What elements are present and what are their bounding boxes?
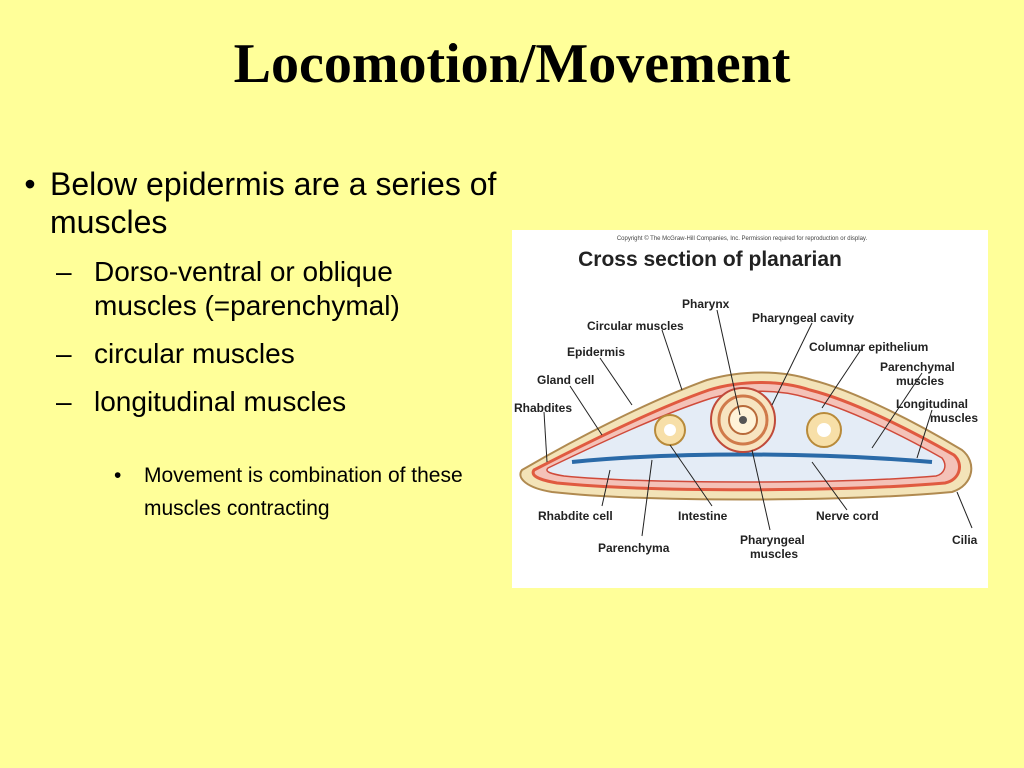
bullet-main-text: Below epidermis are a series of muscles <box>50 166 497 240</box>
label-nerve-cord: Nerve cord <box>816 509 879 523</box>
sub-bullet-text: longitudinal muscles <box>94 386 347 417</box>
note-bullet-text: Movement is combination of these muscles… <box>144 464 463 520</box>
label-parenchymal-muscles-1: Parenchymal <box>880 360 955 374</box>
label-gland-cell: Gland cell <box>537 373 594 387</box>
bullet-list: • Below epidermis are a series of muscle… <box>10 165 500 525</box>
planarian-figure: Copyright © The McGraw-Hill Companies, I… <box>512 230 988 588</box>
label-pharyngeal-cavity: Pharyngeal cavity <box>752 311 854 325</box>
sub-bullet-text: Dorso-ventral or oblique muscles (=paren… <box>94 256 400 321</box>
sub-bullet-dorso-ventral: – Dorso-ventral or oblique muscles (=par… <box>56 255 500 323</box>
label-columnar-epithelium: Columnar epithelium <box>809 340 928 354</box>
note-bullet: • Movement is combination of these muscl… <box>114 459 500 525</box>
slide-title: Locomotion/Movement <box>233 33 791 95</box>
planarian-diagram: Copyright © The McGraw-Hill Companies, I… <box>514 235 978 561</box>
label-epidermis: Epidermis <box>567 345 625 359</box>
dash-marker: – <box>56 386 72 417</box>
body-outline <box>519 371 973 501</box>
label-longitudinal-muscles-1: Longitudinal <box>896 397 968 411</box>
label-rhabdite-cell: Rhabdite cell <box>538 509 613 523</box>
bullet-marker: • <box>24 166 36 202</box>
figure-title: Cross section of planarian <box>578 248 842 271</box>
label-pharyngeal-muscles-2: muscles <box>750 547 798 561</box>
label-parenchyma: Parenchyma <box>598 541 670 555</box>
bullet-marker: • <box>114 464 122 487</box>
sub-bullet-text: circular muscles <box>94 338 295 369</box>
label-circular-muscles: Circular muscles <box>587 319 684 333</box>
copyright-text: Copyright © The McGraw-Hill Companies, I… <box>617 235 868 242</box>
sub-bullet-longitudinal: – longitudinal muscles <box>56 385 500 419</box>
sub-bullet-circular: – circular muscles <box>56 337 500 371</box>
label-longitudinal-muscles-2: muscles <box>930 411 978 425</box>
label-intestine: Intestine <box>678 509 728 523</box>
label-pharynx: Pharynx <box>682 297 730 311</box>
label-rhabdites: Rhabdites <box>514 401 572 415</box>
dash-marker: – <box>56 256 72 287</box>
label-cilia: Cilia <box>952 533 978 547</box>
label-pharyngeal-muscles-1: Pharyngeal <box>740 533 805 547</box>
bullet-main: • Below epidermis are a series of muscle… <box>10 165 500 241</box>
label-parenchymal-muscles-2: muscles <box>896 374 944 388</box>
leader-lines <box>543 309 973 537</box>
dash-marker: – <box>56 338 72 369</box>
